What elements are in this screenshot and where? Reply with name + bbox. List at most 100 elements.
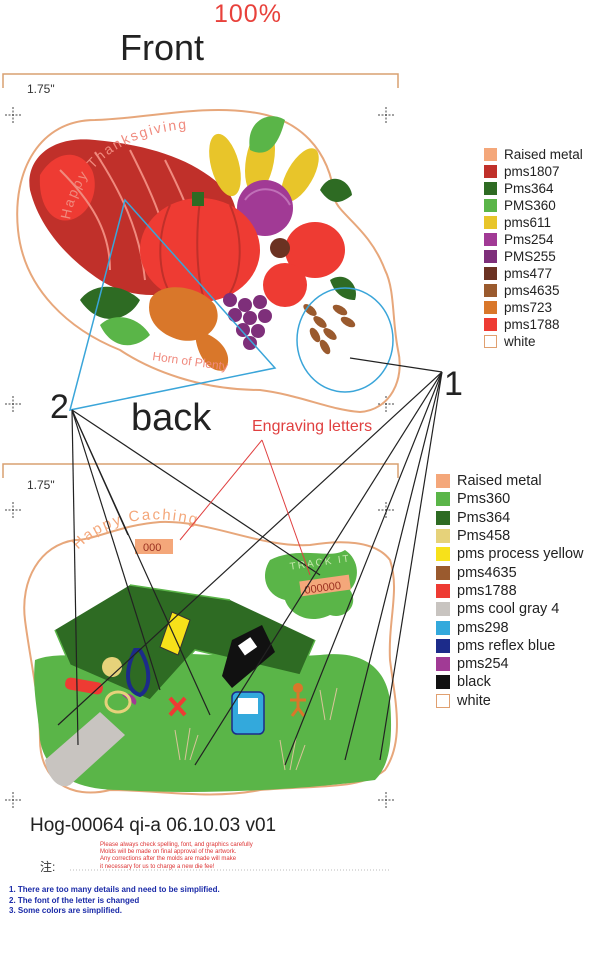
legend-item: pms4635 (436, 563, 584, 581)
legend-label: Pms360 (457, 491, 511, 508)
legend-item: PMS360 (484, 197, 583, 214)
disclaimer-line: Please always check spelling, font, and … (100, 842, 253, 848)
legend-item: Pms458 (436, 527, 584, 545)
legend-item: white (436, 692, 584, 710)
legend-label: pms254 (457, 656, 509, 673)
note-item: 2. The font of the letter is changed (9, 895, 140, 905)
legend-label: pms298 (457, 619, 509, 636)
color-swatch (436, 675, 450, 690)
note-label: 注: (40, 860, 56, 874)
legend-item: Pms254 (484, 231, 583, 248)
legend-item: PMS255 (484, 248, 583, 265)
legend-item: pms611 (484, 214, 583, 231)
color-swatch (484, 318, 497, 331)
note-item: 1. There are too many details and need t… (9, 885, 220, 894)
back-title: back (131, 397, 212, 439)
legend-label: pms723 (504, 300, 553, 315)
back-code-small: 000 (143, 542, 161, 554)
job-code: Hog-00064 qi-a 06.10.03 v01 (30, 815, 277, 836)
legend-item: Raised metal (484, 146, 583, 163)
legend-label: pms reflex blue (457, 637, 556, 654)
legend-item: pms723 (484, 299, 583, 316)
color-swatch (436, 474, 450, 489)
color-swatch (484, 182, 497, 195)
legend-label: pms611 (504, 215, 552, 230)
legend-label: pms477 (504, 266, 553, 281)
color-swatch (484, 216, 497, 229)
legend-label: Raised metal (457, 473, 542, 490)
legend-label: Pms364 (457, 509, 511, 526)
note-item: 3. Some colors are simplified. (9, 906, 122, 915)
color-swatch (484, 335, 497, 348)
legend-item: pms1788 (436, 582, 584, 600)
legend-item: pms1788 (484, 316, 583, 333)
legend-item: Raised metal (436, 472, 584, 490)
engraving-label: Engraving letters (252, 418, 373, 435)
legend-label: PMS255 (504, 249, 556, 264)
legend-item: black (436, 673, 584, 691)
legend-label: pms4635 (457, 564, 517, 581)
disclaimer: Please always check spelling, font, and … (100, 842, 330, 871)
legend-label: pms1807 (504, 164, 560, 179)
front-title: Front (120, 27, 205, 68)
legend-item: Pms364 (484, 180, 583, 197)
legend-item: pms477 (484, 265, 583, 282)
legend-label: PMS360 (504, 198, 556, 213)
color-swatch (436, 693, 450, 708)
color-swatch (484, 267, 497, 280)
legend-item: white (484, 333, 583, 350)
legend-label: pms cool gray 4 (457, 601, 560, 618)
legend-item: pms cool gray 4 (436, 600, 584, 618)
legend-item: Pms364 (436, 509, 584, 527)
disclaimer-line: it necessary for us to charge a new die … (100, 863, 215, 870)
legend-item: pms254 (436, 655, 584, 673)
color-swatch (436, 657, 450, 672)
color-swatch (436, 492, 450, 507)
legend-label: black (457, 674, 491, 691)
legend-label: white (504, 334, 536, 349)
color-swatch (484, 165, 497, 178)
legend-label: Pms254 (504, 232, 554, 247)
legend-item: pms reflex blue (436, 637, 584, 655)
color-swatch (436, 510, 450, 525)
color-swatch (484, 301, 497, 314)
disclaimer-line: Any corrections after the molds are made… (100, 856, 237, 863)
color-swatch (436, 583, 450, 598)
revision-notes: 1. There are too many details and need t… (9, 885, 220, 917)
back-width-label: 1.75" (27, 478, 55, 492)
legend-label: white (457, 692, 491, 709)
legend-item: pms1807 (484, 163, 583, 180)
front-width-label: 1.75" (27, 82, 55, 96)
legend-label: pms1788 (504, 317, 560, 332)
color-swatch (484, 199, 497, 212)
note-underline (70, 869, 390, 871)
scale-label: 100% (214, 0, 282, 28)
color-swatch (436, 638, 450, 653)
legend-item: pms process yellow (436, 545, 584, 563)
callout-1: 1 (444, 365, 463, 403)
color-swatch (436, 565, 450, 580)
legend-label: Raised metal (504, 147, 583, 162)
color-swatch (484, 250, 497, 263)
back-code-leaf: 000000 (304, 580, 342, 597)
legend-item: Pms360 (436, 490, 584, 508)
disclaimer-line: Molds will be made on final approval of … (100, 849, 237, 856)
color-swatch (484, 148, 497, 161)
legend-label: pms process yellow (457, 546, 584, 563)
color-swatch (436, 529, 450, 544)
color-swatch (484, 233, 497, 246)
color-swatch (436, 602, 450, 617)
legend-item: pms4635 (484, 282, 583, 299)
legend-label: Pms364 (504, 181, 554, 196)
color-swatch (484, 284, 497, 297)
callout-2: 2 (50, 388, 69, 426)
legend-label: pms4635 (504, 283, 560, 298)
color-swatch (436, 547, 450, 562)
legend-label: Pms458 (457, 528, 511, 545)
